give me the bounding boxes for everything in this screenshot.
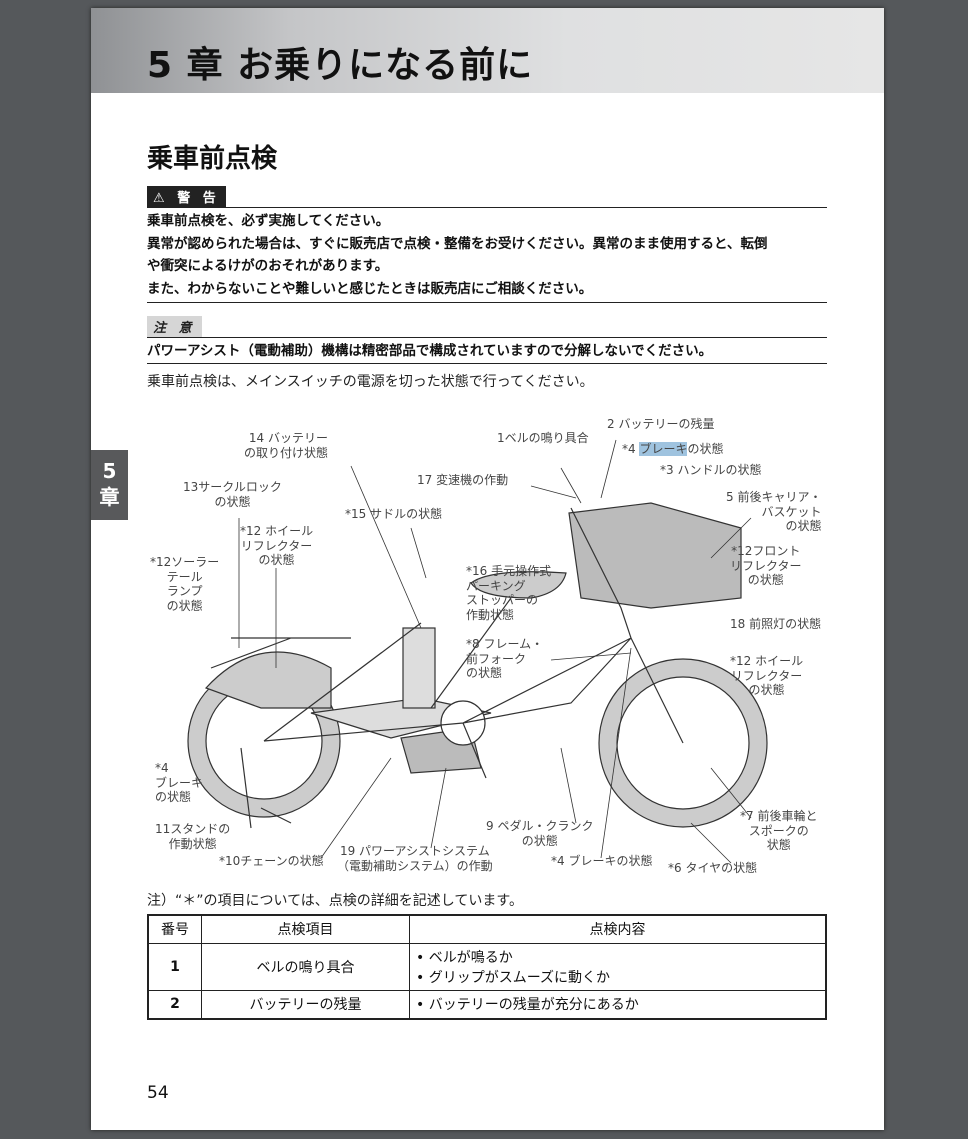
cell-number: 2 [147, 989, 202, 1020]
divider [147, 302, 827, 303]
highlighted-text: ブレーキ [639, 442, 688, 456]
label-front-wheel-reflector: *12 ホイール リフレクター の状態 [730, 654, 804, 697]
divider [147, 207, 827, 208]
label-brake-top: *4 ブレーキの状態 [622, 442, 723, 457]
caution-label: 注 意 [147, 316, 202, 337]
cell-item: ベルの鳴り具合 [201, 942, 410, 991]
header-item: 点検項目 [201, 914, 410, 944]
table-header-row: 番号 点検項目 点検内容 [147, 914, 827, 944]
chapter-header: 5 章 お乗りになる前に [91, 8, 884, 93]
content-line: • グリップがスムーズに動くか [416, 969, 611, 986]
content-line: • ベルが鳴るか [416, 949, 513, 966]
label-power-assist: 19 パワーアシストシステム （電動補助システム）の作動 [337, 844, 493, 873]
label-rear-wheel-reflector: *12 ホイール リフレクター の状態 [240, 524, 314, 567]
label-handle: *3 ハンドルの状態 [660, 463, 762, 477]
saddle [470, 571, 567, 599]
table-row: 2 バッテリーの残量 • バッテリーの残量が充分にあるか [147, 989, 827, 1020]
label-frame-fork: *8 フレーム・ 前フォーク の状態 [466, 637, 544, 680]
label-battery-mount: 14 バッテリー の取り付け状態 [244, 431, 329, 460]
label-bell: 1ベルの鳴り具合 [497, 431, 589, 445]
chapter-tab-number: 5 [102, 459, 117, 483]
label-rear-brake: *4 ブレーキ の状態 [155, 761, 204, 804]
label-wheels-spokes: *7 前後車輪と スポークの 状態 [740, 809, 818, 852]
warning-text: 乗車前点検を、必ず実施してください。 異常が認められた場合は、すぐに販売店で点検… [147, 208, 827, 300]
content-line: • バッテリーの残量が充分にあるか [416, 997, 639, 1014]
warning-line: や衝突によるけがのおそれがあります。 [147, 258, 389, 274]
inspection-table: 番号 点検項目 点検内容 1 ベルの鳴り具合 • ベルが鳴るか • グリップがスム… [147, 914, 827, 1020]
label-carrier-basket: 5 前後キャリア・ バスケット の状態 [726, 490, 822, 533]
label-front-brake: *4 ブレーキの状態 [551, 854, 653, 868]
page-number: 54 [147, 1083, 169, 1103]
header-content: 点検内容 [409, 914, 827, 944]
intro-text: 乗車前点検は、メインスイッチの電源を切った状態で行ってください。 [147, 374, 594, 390]
leader-lines [238, 439, 752, 864]
label-battery-level: 2 バッテリーの残量 [607, 417, 715, 431]
chapter-tab-label: 章 [99, 485, 120, 509]
note-text: 注）“＊”の項目については、点検の詳細を記述しています。 [147, 893, 523, 909]
header-number: 番号 [147, 914, 202, 944]
divider [147, 337, 827, 338]
label-gear: 17 変速機の作動 [417, 473, 509, 487]
section-title: 乗車前点検 [147, 144, 278, 174]
label-solar-tail-lamp: *12ソーラー テール ランプ の状態 [150, 555, 220, 613]
warning-tag: ⚠ 警 告 [147, 186, 226, 207]
label-stand: 11スタンドの 作動状態 [155, 822, 231, 851]
label-part: の状態 [687, 442, 724, 456]
bicycle-diagram [187, 439, 768, 864]
warning-line: また、わからないことや難しいと感じたときは販売店にご相談ください。 [147, 280, 593, 297]
basket [568, 502, 742, 609]
divider [147, 362, 827, 364]
table-row: 1 ベルの鳴り具合 • ベルが鳴るか • グリップがスムーズに動くか [147, 942, 827, 991]
caution-text: パワーアシスト（電動補助）機構は精密部品で構成されていますので分解しないでくださ… [147, 343, 713, 359]
warning-line: 異常が認められた場合は、すぐに販売店で点検・整備をお受けください。異常のまま使用… [147, 235, 768, 252]
label-part: *4 [622, 442, 640, 456]
label-headlight: 18 前照灯の状態 [730, 617, 822, 631]
label-saddle: *15 サドルの状態 [345, 507, 443, 521]
warning-label: 警 告 [177, 191, 220, 206]
cell-number: 1 [147, 942, 202, 991]
rear-fender [204, 651, 332, 709]
cell-item: バッテリーの残量 [201, 989, 410, 1020]
warning-line: 乗車前点検を、必ず実施してください。 [147, 213, 390, 229]
warning-box: ⚠ 警 告 乗車前点検を、必ず実施してください。 異常が認められた場合は、すぐに… [147, 186, 827, 303]
warning-triangle-icon: ⚠ [153, 191, 169, 206]
caution-box: 注 意 パワーアシスト（電動補助）機構は精密部品で構成されていますので分解しない… [147, 316, 827, 364]
label-chain: *10チェーンの状態 [219, 854, 324, 868]
label-parking-stopper: *16 手元操作式 パーキング ストッパーの 作動状態 [466, 564, 552, 622]
label-front-reflector: *12フロント リフレクター の状態 [730, 544, 802, 587]
cell-content: • ベルが鳴るか • グリップがスムーズに動くか [409, 942, 827, 991]
chapter-title: 5 章 お乗りになる前に [147, 45, 534, 86]
cell-content: • バッテリーの残量が充分にあるか [409, 989, 827, 1020]
label-tire: *6 タイヤの状態 [668, 861, 758, 875]
label-pedal-crank: 9 ペダル・クランク の状態 [486, 819, 594, 848]
battery [402, 627, 436, 709]
label-circle-lock: 13サークルロック の状態 [183, 480, 282, 509]
